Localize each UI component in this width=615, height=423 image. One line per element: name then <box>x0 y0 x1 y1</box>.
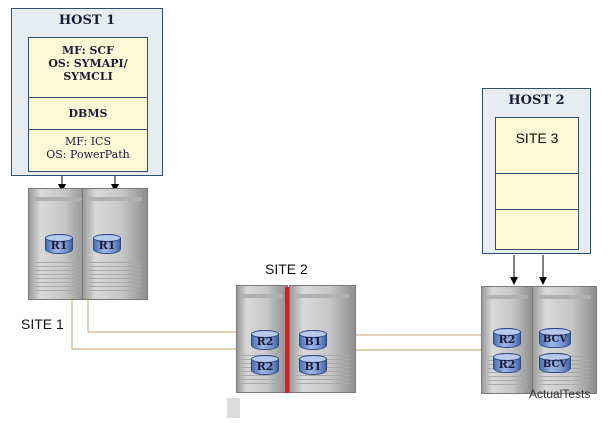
host1-row-ics: MF: ICS OS: PowerPath <box>29 130 147 171</box>
disk-bcv-top: BCV <box>539 328 571 348</box>
host2-site3-label: SITE 3 <box>515 130 559 146</box>
link-site1-site2-upper <box>87 299 236 333</box>
watermark-text: ActualTests <box>529 387 591 401</box>
host1-row3-line2: OS: PowerPath <box>46 148 130 161</box>
host1-row-mf-os: MF: SCF OS: SYMAPI/ SYMCLI <box>29 38 147 98</box>
disk-r2-site2-top: R2 <box>251 330 279 350</box>
host1-row1-line1: MF: SCF <box>62 44 114 57</box>
host1-box: HOST 1 MF: SCF OS: SYMAPI/ SYMCLI DBMS M… <box>11 8 163 176</box>
host1-row3-line1: MF: ICS <box>64 135 111 148</box>
disk-bcv-bottom-label: BCV <box>542 359 568 370</box>
host2-box: HOST 2 SITE 3 <box>482 88 591 254</box>
disk-r1-left-label: R1 <box>50 239 68 252</box>
host1-row-dbms: DBMS <box>29 98 147 130</box>
host2-row-site3: SITE 3 <box>496 118 578 174</box>
host2-row-empty-1 <box>496 174 578 210</box>
site1-label: SITE 1 <box>21 316 64 332</box>
disk-b1-top-label: B1 <box>304 335 322 348</box>
disk-bcv-bottom: BCV <box>539 353 571 373</box>
disk-b1-top: B1 <box>299 330 327 350</box>
floor-block <box>227 398 240 418</box>
disk-r2-site2-bottom-label: R2 <box>256 360 274 373</box>
disk-bcv-top-label: BCV <box>542 334 568 345</box>
disk-r2-site3-bottom-label: R2 <box>498 358 516 371</box>
host2-inner: SITE 3 <box>495 117 579 250</box>
site2-label: SITE 2 <box>265 261 308 277</box>
disk-r1-right-label: R1 <box>98 239 116 252</box>
link-site1-site2-lower <box>71 299 236 350</box>
storage-site1-left-cabinet <box>28 188 88 300</box>
host1-inner: MF: SCF OS: SYMAPI/ SYMCLI DBMS MF: ICS … <box>28 37 148 172</box>
host1-row1-line2: OS: SYMAPI/ <box>48 57 128 70</box>
disk-r1-right: R1 <box>93 234 121 254</box>
host1-title: HOST 1 <box>58 13 116 28</box>
disk-r2-site3-bottom: R2 <box>493 353 521 373</box>
host2-row-empty-2 <box>496 210 578 249</box>
host1-row2-line1: DBMS <box>68 107 108 120</box>
disk-b1-bottom-label: B1 <box>304 360 322 373</box>
disk-r1-left: R1 <box>45 234 73 254</box>
disk-b1-bottom: B1 <box>299 355 327 375</box>
red-divider <box>285 287 289 393</box>
host1-row1-line3: SYMCLI <box>63 70 113 83</box>
disk-r2-site2-top-label: R2 <box>256 335 274 348</box>
disk-r2-site3-top-label: R2 <box>498 333 516 346</box>
disk-r2-site2-bottom: R2 <box>251 355 279 375</box>
host2-title: HOST 2 <box>508 93 565 108</box>
disk-r2-site3-top: R2 <box>493 328 521 348</box>
